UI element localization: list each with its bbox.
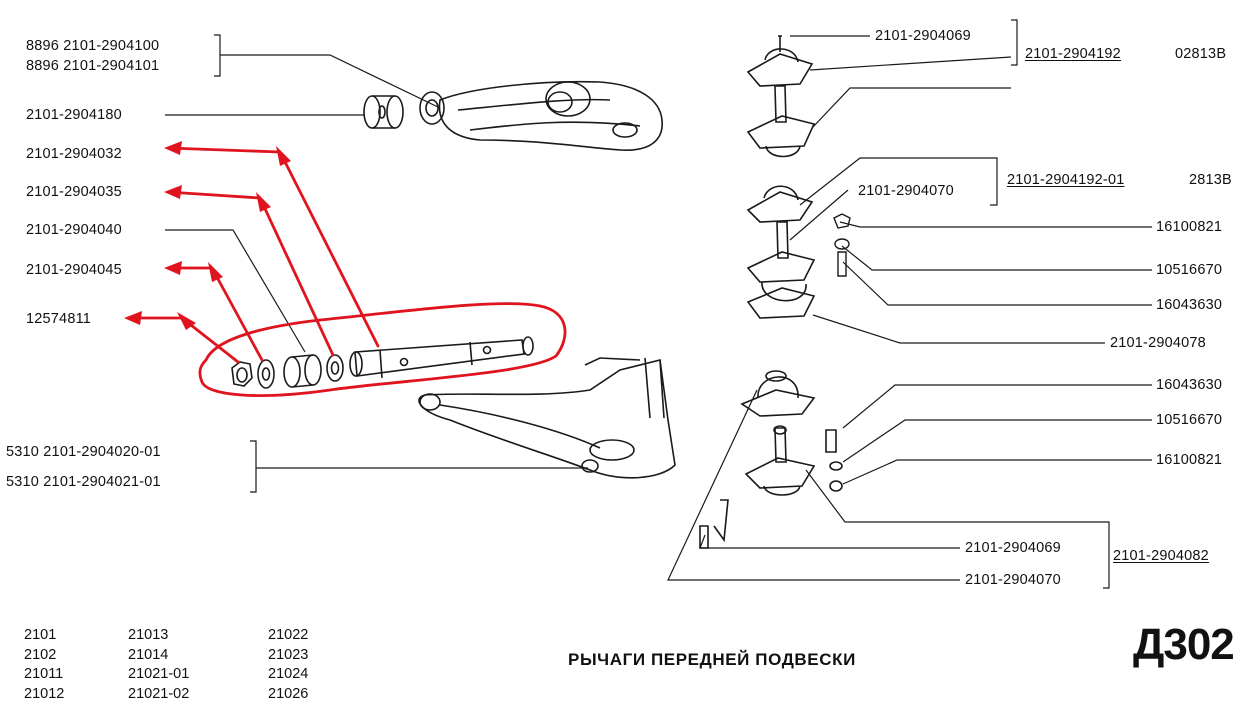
axle-assembly	[349, 336, 534, 379]
leader-upper-joint-lower	[811, 87, 1011, 129]
page-title: РЫЧАГИ ПЕРЕДНЕЙ ПОДВЕСКИ	[568, 650, 856, 669]
red-annotations	[126, 146, 567, 397]
label-washer-outer: 2101-2904045	[26, 262, 122, 278]
label-lower-joint: 2101-2904082	[1113, 548, 1209, 564]
lower-arm-part	[418, 357, 676, 479]
model-item: 21012	[24, 685, 65, 702]
model-item: 21024	[268, 666, 309, 682]
leader-bolt-a	[842, 261, 1152, 306]
model-item: 21021-02	[128, 685, 190, 702]
model-item: 21013	[128, 627, 169, 643]
leader-lower-boot	[667, 389, 960, 581]
label-nut: 12574811	[26, 311, 92, 327]
bumper-lower-part	[740, 370, 816, 417]
label-upper-arm-a: 8896 2101-2904100	[26, 38, 160, 54]
label-axle: 2101-2904032	[26, 146, 122, 162]
leader-lower-joint	[805, 469, 1103, 523]
bracket-lower-arm	[250, 440, 257, 493]
model-item: 21022	[268, 627, 309, 643]
leader-upper-boot	[789, 189, 849, 241]
label-lower-arm-b: 5310 2101-2904021-01	[6, 474, 161, 490]
arrow-washer-outer	[166, 266, 264, 362]
label-upper-joint2-ref: 2813B	[1189, 172, 1232, 188]
label-washer: 2101-2904035	[26, 184, 122, 200]
bracket-upper-arm	[214, 34, 221, 77]
model-item: 2101	[24, 627, 57, 643]
bracket-upper-joint	[1011, 19, 1018, 66]
page-code: Д302	[1133, 620, 1235, 669]
leader-bolt-b	[842, 384, 1152, 429]
label-upper-joint2: 2101-2904192-01	[1007, 172, 1125, 188]
label-lower-boot: 2101-2904070	[965, 572, 1061, 588]
label-lower-arm-a: 5310 2101-2904020-01	[6, 444, 161, 460]
leader-lower-pin	[699, 534, 960, 549]
models-col-1: 2101 2102 21011 21012	[24, 626, 64, 704]
washer-part	[326, 354, 344, 382]
model-item: 21026	[268, 685, 309, 702]
model-item: 21014	[128, 646, 169, 663]
nut-a-part	[833, 213, 851, 277]
leader-bushing-lower	[165, 229, 306, 353]
label-upper-joint: 2101-2904192	[1025, 46, 1121, 62]
washer-outer-part	[257, 359, 275, 389]
upper-joint-part	[746, 35, 816, 158]
leader-upper-arm	[220, 54, 441, 109]
label-bolt-b: 16043630	[1156, 377, 1223, 393]
label-nut-a: 16100821	[1156, 219, 1223, 235]
red-arrowheads	[124, 141, 291, 330]
label-bolt-a: 16043630	[1156, 297, 1223, 313]
leader-upper-joint	[809, 56, 1012, 71]
upper-joint2-part	[746, 185, 816, 319]
leader-washer-a	[841, 245, 1152, 271]
label-bumper: 2101-2904078	[1110, 335, 1206, 351]
label-upper-arm-b: 8896 2101-2904101	[26, 58, 160, 74]
label-washer-a: 10516670	[1156, 262, 1223, 278]
label-upper-boot: 2101-2904070	[858, 183, 954, 199]
bracket-lower-joint	[1103, 521, 1110, 589]
lower-joint-part	[699, 425, 843, 549]
label-upper-joint-ref: 02813B	[1175, 46, 1227, 62]
highlight-ellipse	[198, 302, 567, 397]
leader-nut-a	[839, 221, 1152, 228]
label-lower-pin: 2101-2904069	[965, 540, 1061, 556]
upper-arm-part	[419, 80, 663, 151]
models-col-2: 21013 21014 21021-01 21021-02	[128, 626, 189, 704]
model-item: 21023	[268, 646, 309, 663]
model-item: 2102	[24, 646, 57, 663]
label-bushing-upper: 2101-2904180	[26, 107, 122, 123]
bracket-upper-joint2	[990, 157, 998, 206]
leader-washer-b	[842, 419, 1152, 463]
model-item: 21011	[24, 666, 64, 682]
bushing-lower-part	[283, 354, 322, 388]
arrow-nut	[126, 316, 240, 364]
leader-bumper	[812, 314, 1105, 344]
bushing-upper-part	[363, 95, 404, 129]
label-washer-b: 10516670	[1156, 412, 1223, 428]
leader-upper-joint2	[799, 157, 990, 206]
model-item: 21021-01	[128, 666, 190, 682]
arrow-washer	[166, 190, 335, 357]
label-nut-b: 16100821	[1156, 452, 1223, 468]
leader-nut-b	[842, 459, 1152, 485]
label-bushing-lower: 2101-2904040	[26, 222, 122, 238]
label-upper-pin: 2101-2904069	[875, 28, 971, 44]
nut-part	[231, 361, 253, 387]
models-col-3: 21022 21023 21024 21026	[268, 626, 308, 704]
